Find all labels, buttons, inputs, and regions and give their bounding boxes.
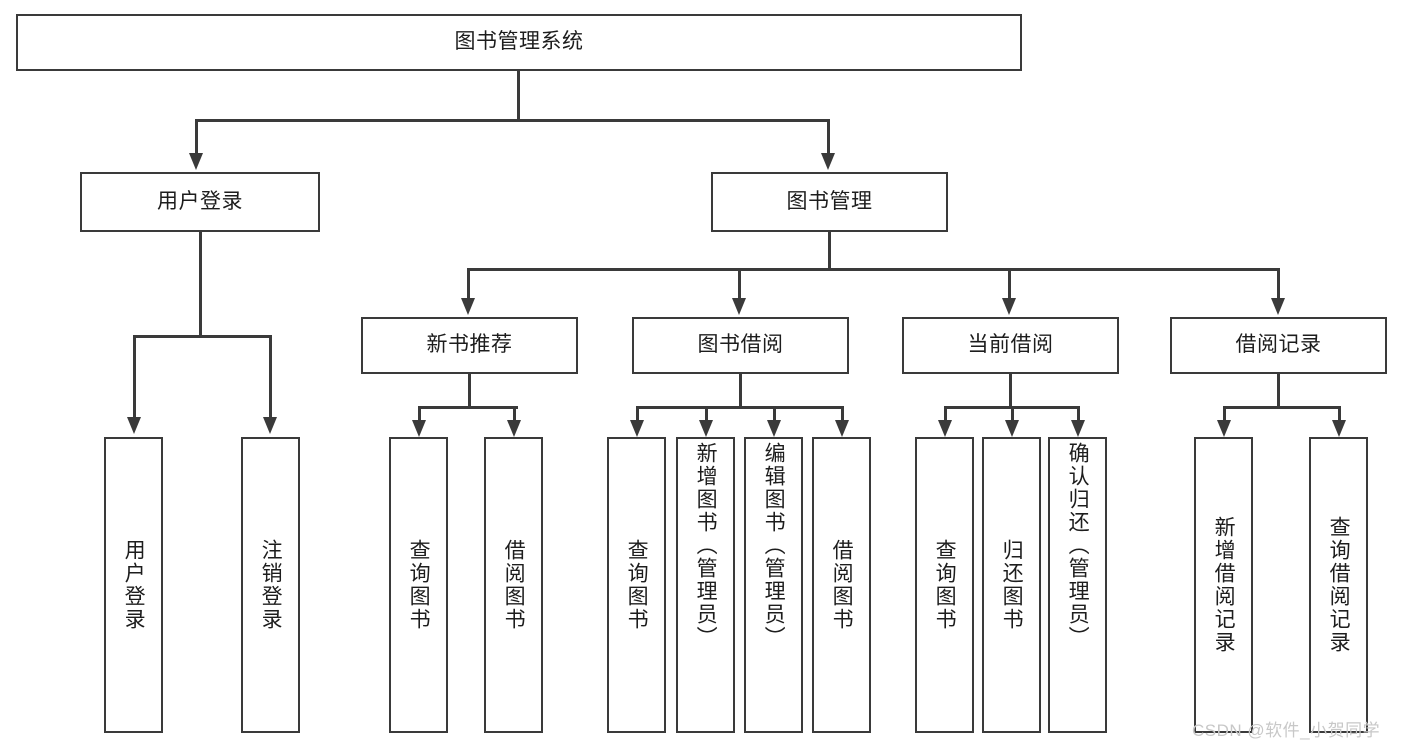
node-label: 查询图书 [625,539,649,631]
arrow-down-icon [1005,420,1019,437]
arrow-down-icon [821,153,835,170]
node-label: 用户登录 [122,539,146,631]
connector-bookborrow-stem [739,374,742,408]
connector-bookborrow-drop-1 [636,406,639,422]
node-label: 查询图书 [407,539,431,631]
arrow-down-icon [767,420,781,437]
connector-newbook-stem [468,374,471,408]
node-label: 确认归还（管理员） [1066,442,1090,649]
arrow-down-icon [1217,420,1231,437]
connector-root-drop-1 [195,119,198,155]
leaf-user-login[interactable]: 用户登录 [104,437,163,733]
node-borrow-record[interactable]: 借阅记录 [1170,317,1387,374]
connector-currentborrow-stem [1009,374,1012,408]
node-label: 归还图书 [1000,539,1024,631]
arrow-down-icon [127,417,141,434]
node-label: 查询借阅记录 [1327,516,1351,654]
arrow-down-icon [189,153,203,170]
arrow-down-icon [461,298,475,315]
leaf-edit-book-admin[interactable]: 编辑图书（管理员） [744,437,803,733]
arrow-down-icon [1002,298,1016,315]
connector-userlogin-stem [199,232,202,337]
arrow-down-icon [1271,298,1285,315]
connector-bookmgmt-bar [467,268,1279,271]
node-label: 新增图书（管理员） [694,442,718,649]
leaf-confirm-return-admin[interactable]: 确认归还（管理员） [1048,437,1107,733]
connector-userlogin-drop-1 [133,335,136,419]
node-label: 图书管理系统 [454,30,584,54]
connector-bookmgmt-drop-2 [738,268,741,300]
node-new-book-recommend[interactable]: 新书推荐 [361,317,578,374]
node-label: 新书推荐 [426,333,513,357]
node-label: 借阅图书 [502,539,526,631]
connector-borrowrecord-bar [1223,406,1339,409]
connector-newbook-drop-1 [418,406,421,422]
arrow-down-icon [630,420,644,437]
connector-root-stem [517,71,520,121]
connector-newbook-drop-2 [513,406,516,422]
connector-borrowrecord-drop-2 [1338,406,1341,422]
arrow-down-icon [732,298,746,315]
arrow-down-icon [412,420,426,437]
connector-newbook-bar [418,406,518,409]
connector-borrowrecord-drop-1 [1223,406,1226,422]
leaf-query-book-current[interactable]: 查询图书 [915,437,974,733]
node-current-borrow[interactable]: 当前借阅 [902,317,1119,374]
node-label: 查询图书 [933,539,957,631]
connector-currentborrow-drop-2 [1011,406,1014,422]
connector-root-drop-2 [827,119,830,155]
connector-bookborrow-drop-2 [705,406,708,422]
node-label: 编辑图书（管理员） [762,442,786,649]
connector-currentborrow-drop-1 [944,406,947,422]
node-label: 借阅记录 [1235,333,1322,357]
arrow-down-icon [507,420,521,437]
node-book-management[interactable]: 图书管理 [711,172,948,232]
leaf-query-borrow-record[interactable]: 查询借阅记录 [1309,437,1368,733]
connector-bookmgmt-drop-3 [1008,268,1011,300]
node-label: 图书借阅 [697,333,784,357]
node-label: 新增借阅记录 [1212,516,1236,654]
connector-userlogin-drop-2 [269,335,272,419]
node-user-login[interactable]: 用户登录 [80,172,320,232]
leaf-borrow-book-recommend[interactable]: 借阅图书 [484,437,543,733]
leaf-return-book[interactable]: 归还图书 [982,437,1041,733]
connector-currentborrow-drop-3 [1077,406,1080,422]
leaf-query-book-borrow[interactable]: 查询图书 [607,437,666,733]
connector-bookmgmt-drop-1 [467,268,470,300]
watermark: CSDN @软件_小贺同学 [1192,721,1381,740]
connector-userlogin-bar [133,335,271,338]
node-root-system[interactable]: 图书管理系统 [16,14,1022,71]
node-label: 图书管理 [786,189,873,213]
node-label: 当前借阅 [967,333,1054,357]
connector-bookborrow-drop-3 [773,406,776,422]
node-book-borrow[interactable]: 图书借阅 [632,317,849,374]
connector-borrowrecord-stem [1277,374,1280,408]
leaf-add-borrow-record[interactable]: 新增借阅记录 [1194,437,1253,733]
connector-bookmgmt-drop-4 [1277,268,1280,300]
connector-bookborrow-bar [636,406,843,409]
arrow-down-icon [1332,420,1346,437]
arrow-down-icon [699,420,713,437]
arrow-down-icon [263,417,277,434]
leaf-logout-login[interactable]: 注销登录 [241,437,300,733]
arrow-down-icon [938,420,952,437]
leaf-query-book-recommend[interactable]: 查询图书 [389,437,448,733]
node-label: 用户登录 [157,189,243,213]
node-label: 借阅图书 [830,539,854,631]
connector-bookmgmt-stem [828,232,831,271]
leaf-borrow-book[interactable]: 借阅图书 [812,437,871,733]
connector-bookborrow-drop-4 [841,406,844,422]
connector-root-bar [195,119,830,122]
arrow-down-icon [835,420,849,437]
arrow-down-icon [1071,420,1085,437]
leaf-add-book-admin[interactable]: 新增图书（管理员） [676,437,735,733]
node-label: 注销登录 [259,539,283,631]
